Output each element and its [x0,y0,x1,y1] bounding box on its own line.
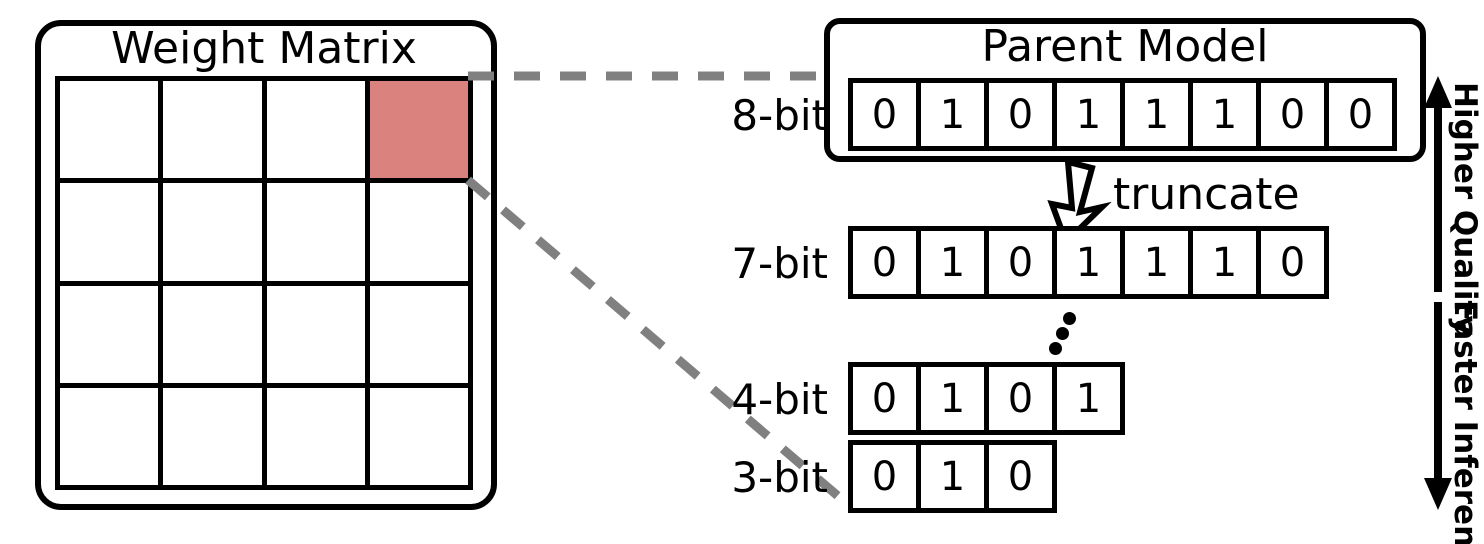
bit-cell: 0 [853,83,921,151]
bit-label-4bit: 4-bit [731,375,828,424]
matrix-cell-r0c2 [266,81,370,184]
bit-cell: 1 [921,445,989,513]
bit-row-3bit: 0 1 0 [848,440,1057,513]
bit-cell: 1 [1125,83,1193,151]
bit-cell: 1 [921,231,989,299]
ellipsis-dot [1049,342,1062,355]
matrix-cell-r1c1 [163,183,267,286]
bit-cell: 1 [921,83,989,151]
bit-label-7bit: 7-bit [731,239,828,288]
matrix-cell-highlighted [369,81,473,184]
bit-cell: 1 [1193,83,1261,151]
matrix-cell-r2c1 [163,285,267,388]
bit-row-4bit: 0 1 0 1 [848,362,1125,435]
parent-model-title: Parent Model [981,21,1269,72]
bit-cell: 1 [1057,231,1125,299]
bit-cell: 0 [1329,83,1397,151]
matrix-cell-r0c1 [163,81,267,184]
matrix-cell-r1c0 [60,183,164,286]
matrix-cell-r2c3 [369,285,473,388]
bit-cell: 0 [853,231,921,299]
truncate-label: truncate [1113,169,1300,220]
matrix-cell-r2c2 [266,285,370,388]
matrix-cell-r3c1 [163,387,267,490]
bit-label-8bit: 8-bit [731,91,828,140]
bit-cell: 0 [1261,83,1329,151]
bit-label-3bit: 3-bit [731,453,828,502]
bit-cell: 0 [989,367,1057,435]
bit-cell: 0 [853,445,921,513]
bit-cell: 1 [1193,231,1261,299]
matrix-cell-r2c0 [60,285,164,388]
ellipsis-dot [1063,312,1076,325]
bit-row-7bit: 0 1 0 1 1 1 0 [848,226,1329,299]
bit-cell: 0 [989,445,1057,513]
axis-label-faster-inference: Faster Inference [1447,300,1483,544]
bit-cell: 1 [1125,231,1193,299]
bit-cell: 0 [853,367,921,435]
bit-cell: 1 [1057,367,1125,435]
bit-cell: 1 [1057,83,1125,151]
matrix-cell-r1c2 [266,183,370,286]
bit-cell: 0 [989,231,1057,299]
weight-matrix-title: Weight Matrix [111,23,417,74]
bit-row-8bit: 0 1 0 1 1 1 0 0 [848,78,1397,151]
weight-matrix-grid [55,76,473,490]
axis-label-higher-quality: Higher Quality [1447,82,1483,336]
matrix-cell-r1c3 [369,183,473,286]
matrix-cell-r0c0 [60,81,164,184]
bit-cell: 1 [921,367,989,435]
matrix-cell-r3c3 [369,387,473,490]
matrix-cell-r3c2 [266,387,370,490]
bit-cell: 0 [989,83,1057,151]
ellipsis-dot [1056,327,1069,340]
bit-cell: 0 [1261,231,1329,299]
matrix-cell-r3c0 [60,387,164,490]
